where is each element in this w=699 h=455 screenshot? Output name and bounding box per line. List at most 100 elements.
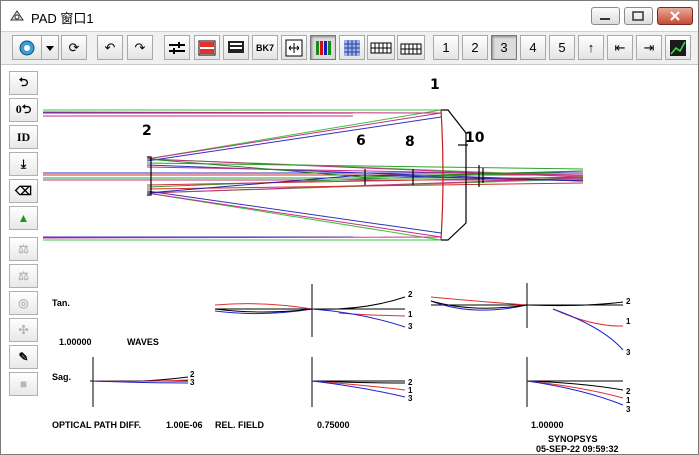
left-pen-button[interactable]: ✎ bbox=[9, 345, 38, 369]
redo-button[interactable]: ↷ bbox=[127, 35, 153, 60]
settings-button[interactable] bbox=[12, 35, 42, 60]
field-value-0: 0.75000 bbox=[317, 420, 350, 430]
sag2-curve-label-1: 1 bbox=[626, 396, 631, 405]
zoom-fit-button[interactable] bbox=[281, 35, 307, 60]
keypad-button[interactable] bbox=[397, 35, 425, 60]
chart-icon bbox=[670, 39, 686, 56]
number-button-2[interactable]: 2 bbox=[462, 35, 488, 60]
surface-label-8: 8 bbox=[405, 134, 415, 150]
title-bar[interactable]: PAD 窗口1 bbox=[1, 1, 698, 32]
left-toolbar: ⮌ 0⮌ ID ⤓ ⌫ ▲ ⚖ ⚖ ◎ ✣ ✎ ■ bbox=[9, 71, 39, 401]
redo-icon: ↷ bbox=[134, 39, 146, 55]
opd-sag-field-2 bbox=[526, 357, 624, 407]
sag1-curve-label-1: 1 bbox=[408, 386, 413, 395]
sag-label: Sag. bbox=[52, 372, 72, 382]
opd-tan-field-1 bbox=[430, 283, 624, 351]
sag0-curve-label-3: 3 bbox=[190, 378, 195, 387]
tool-4-icon: ✣ bbox=[18, 322, 29, 337]
number-button-1[interactable]: 1 bbox=[433, 35, 459, 60]
left-undo-button[interactable]: ⮌ bbox=[9, 71, 38, 95]
pattern-icon bbox=[344, 39, 360, 56]
sliders-icon bbox=[169, 41, 185, 54]
keyboard-button[interactable] bbox=[367, 35, 395, 60]
number-button-5[interactable]: 5 bbox=[549, 35, 575, 60]
sag1-curve-label-2: 2 bbox=[408, 378, 413, 387]
surface-label-6: 6 bbox=[356, 133, 366, 149]
ray-bundles bbox=[43, 109, 584, 241]
first-button[interactable]: ⇤ bbox=[607, 35, 633, 60]
triangle-icon: ▲ bbox=[17, 210, 30, 225]
left-tool-2-button[interactable]: ⚖ bbox=[9, 264, 38, 288]
sliders-button[interactable] bbox=[164, 35, 190, 60]
lens-elements bbox=[147, 109, 484, 241]
sag1-curve-label-3: 3 bbox=[408, 394, 413, 403]
gear-icon bbox=[19, 40, 35, 55]
main-toolbar: ⟳ ↶ ↷ BK7 bbox=[1, 32, 698, 65]
tool-3-icon: ◎ bbox=[18, 295, 29, 310]
dropdown-arrow-icon bbox=[46, 45, 54, 51]
minimize-button[interactable] bbox=[591, 7, 620, 25]
left-tool-3-button[interactable]: ◎ bbox=[9, 291, 38, 315]
surface-label-1: 1 bbox=[430, 77, 440, 93]
arrow-up-button[interactable]: ↑ bbox=[578, 35, 604, 60]
maximize-button[interactable] bbox=[624, 7, 653, 25]
sag2-curve-label-2: 2 bbox=[626, 387, 631, 396]
number-button-4[interactable]: 4 bbox=[520, 35, 546, 60]
monitor-button[interactable] bbox=[223, 35, 249, 60]
program-stamp: SYNOPSYS bbox=[548, 434, 598, 444]
left-tool-4-button[interactable]: ✣ bbox=[9, 318, 38, 342]
undo-button[interactable]: ↶ bbox=[97, 35, 123, 60]
settings-dropdown-button[interactable] bbox=[41, 35, 59, 60]
split-view-button[interactable] bbox=[194, 35, 220, 60]
tan0-curve-label-2: 2 bbox=[408, 290, 413, 299]
surface-label-2: 2 bbox=[142, 123, 152, 139]
download-icon: ⤓ bbox=[20, 156, 27, 171]
left-eraser-button[interactable]: ⌫ bbox=[9, 179, 38, 203]
glass-catalog-button[interactable]: BK7 bbox=[252, 35, 278, 60]
split-view-icon bbox=[198, 40, 216, 55]
date-time-stamp: 05-SEP-22 09:59:32 bbox=[536, 444, 619, 454]
lens-layout-drawing bbox=[43, 109, 584, 241]
left-id-button[interactable]: ID bbox=[9, 125, 38, 149]
eraser-icon: ⌫ bbox=[15, 183, 32, 198]
close-button[interactable] bbox=[657, 7, 693, 25]
shape-icon: ■ bbox=[19, 376, 28, 391]
opd-footer-label: OPTICAL PATH DIFF. bbox=[52, 420, 141, 430]
tan1-curve-label-1: 1 bbox=[626, 317, 631, 326]
number-button-3[interactable]: 3 bbox=[491, 35, 517, 60]
left-shape-button[interactable]: ■ bbox=[9, 372, 38, 396]
pad-canvas[interactable]: 1 2 6 8 10 Tan. Sag. 1.00000 WAVES OPTIC… bbox=[43, 65, 698, 454]
monitor-icon bbox=[228, 40, 244, 53]
pattern-button[interactable] bbox=[339, 35, 365, 60]
opd-sag-field-1 bbox=[311, 357, 406, 407]
glass-catalog-icon: BK7 bbox=[255, 42, 274, 53]
rel-field-label: REL. FIELD bbox=[215, 420, 264, 430]
maximize-icon bbox=[632, 11, 644, 21]
tan0-curve-label-3: 3 bbox=[408, 322, 413, 331]
left-download-button[interactable]: ⤓ bbox=[9, 152, 38, 176]
close-icon bbox=[670, 11, 680, 21]
keyboard-icon bbox=[370, 42, 392, 53]
window-title: PAD 窗口1 bbox=[31, 11, 94, 26]
last-button[interactable]: ⇥ bbox=[636, 35, 662, 60]
arrow-up-icon: ↑ bbox=[587, 40, 595, 55]
refresh-icon: ⟳ bbox=[68, 39, 80, 55]
keypad-icon bbox=[400, 43, 422, 54]
tan1-curve-label-3: 3 bbox=[626, 348, 631, 357]
zoom-fit-icon bbox=[285, 39, 303, 56]
id-icon: ID bbox=[16, 129, 31, 144]
chart-button[interactable] bbox=[665, 35, 691, 60]
refresh-button[interactable]: ⟳ bbox=[61, 35, 87, 60]
left-zero-undo-button[interactable]: 0⮌ bbox=[9, 98, 38, 122]
tan-label: Tan. bbox=[52, 298, 70, 308]
color-bars-icon bbox=[316, 40, 331, 55]
zero-undo-icon: 0⮌ bbox=[15, 101, 32, 116]
left-triangle-button[interactable]: ▲ bbox=[9, 206, 38, 230]
tool-2-icon: ⚖ bbox=[18, 268, 29, 283]
tan1-curve-label-2: 2 bbox=[626, 297, 631, 306]
tan0-curve-label-1: 1 bbox=[408, 310, 413, 319]
color-bars-button[interactable] bbox=[310, 35, 336, 60]
minimize-icon bbox=[600, 18, 610, 20]
opd-footer-value: 1.00E-06 bbox=[166, 420, 203, 430]
left-tool-1-button[interactable]: ⚖ bbox=[9, 237, 38, 261]
